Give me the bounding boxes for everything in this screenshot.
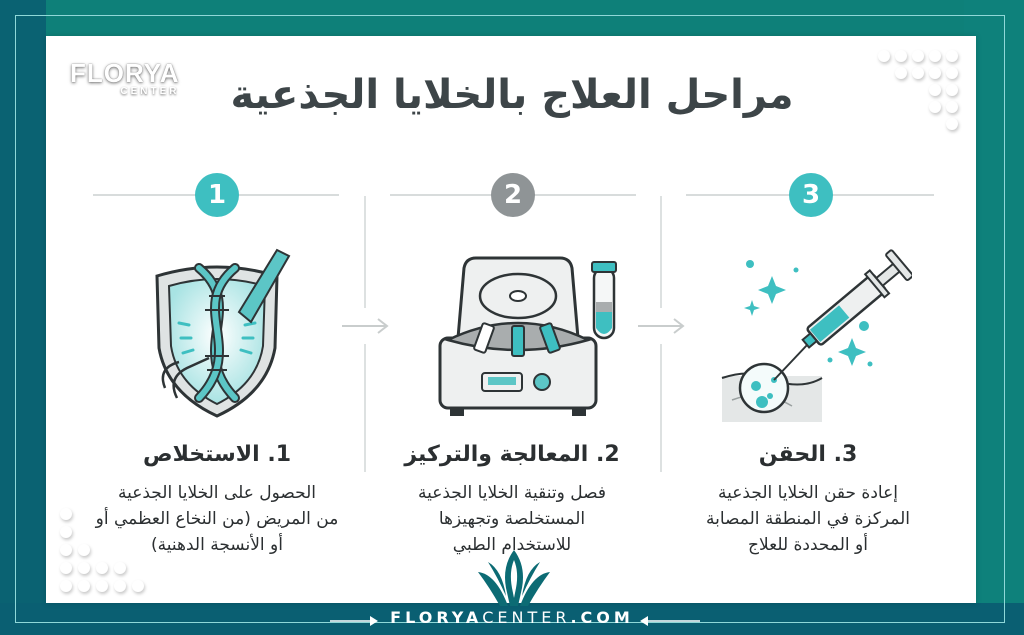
footer-arrow-left-icon xyxy=(640,616,700,626)
logo-main-text: FLORYA xyxy=(70,58,180,88)
step-number-badge: 1 xyxy=(195,173,239,217)
florya-logo: FLORYA CENTER xyxy=(70,58,180,97)
column-divider-2-lower xyxy=(660,344,662,472)
florya-leaf-emblem-icon xyxy=(478,550,550,606)
frame-left-band xyxy=(0,0,46,635)
step-description-line: من المريض (من النخاع العظمي أو xyxy=(95,509,339,529)
step-title: 2. المعالجة والتركيز xyxy=(404,442,620,467)
step-description-line: للاستخدام الطبي xyxy=(452,535,572,555)
decorative-dots-bottom-left xyxy=(60,508,144,592)
column-divider-1-lower xyxy=(364,344,366,472)
step-description-line: الحصول على الخلايا الجذعية xyxy=(117,483,317,503)
step-description: الحصول على الخلايا الجذعية من المريض (من… xyxy=(77,480,357,558)
frame-bottom-band xyxy=(0,603,1024,635)
step-description: فصل وتنقية الخلايا الجذعية المستخلصة وتج… xyxy=(372,480,652,558)
website-url-bold: FLORYA xyxy=(390,608,483,627)
step-description-line: إعادة حقن الخلايا الجذعية xyxy=(718,483,898,503)
column-divider-2 xyxy=(660,196,662,308)
step-number-badge: 3 xyxy=(789,173,833,217)
step-description-line: فصل وتنقية الخلايا الجذعية xyxy=(418,483,606,503)
page-title: مراحل العلاج بالخلايا الجذعية xyxy=(230,72,794,118)
logo-sub-text: CENTER xyxy=(120,86,180,97)
step-description-line: أو المحددة للعلاج xyxy=(748,535,868,555)
website-url-light: CENTER xyxy=(482,608,571,627)
step-description-line: أو الأنسجة الدهنية) xyxy=(151,535,283,555)
step-number-badge: 2 xyxy=(491,173,535,217)
syringe-injection-icon xyxy=(721,249,912,422)
arrow-right-icon xyxy=(342,318,389,334)
step-title: 3. الحقن xyxy=(758,442,858,467)
website-url[interactable]: FLORYACENTER.COM xyxy=(0,608,1024,627)
decorative-dots-top-right xyxy=(878,50,958,130)
step-description-line: المركزة في المنطقة المصابة xyxy=(705,509,911,529)
column-divider-1 xyxy=(364,196,366,308)
centrifuge-icon xyxy=(438,256,617,416)
website-url-suffix: .COM xyxy=(570,608,634,627)
dna-shield-icon xyxy=(155,248,291,418)
footer-arrow-right-icon xyxy=(330,616,378,626)
arrow-right-icon xyxy=(638,318,685,334)
step-title: 1. الاستخلاص xyxy=(142,442,292,467)
step-description-line: المستخلصة وتجهيزها xyxy=(438,509,586,529)
step-description: إعادة حقن الخلايا الجذعية المركزة في الم… xyxy=(668,480,948,558)
